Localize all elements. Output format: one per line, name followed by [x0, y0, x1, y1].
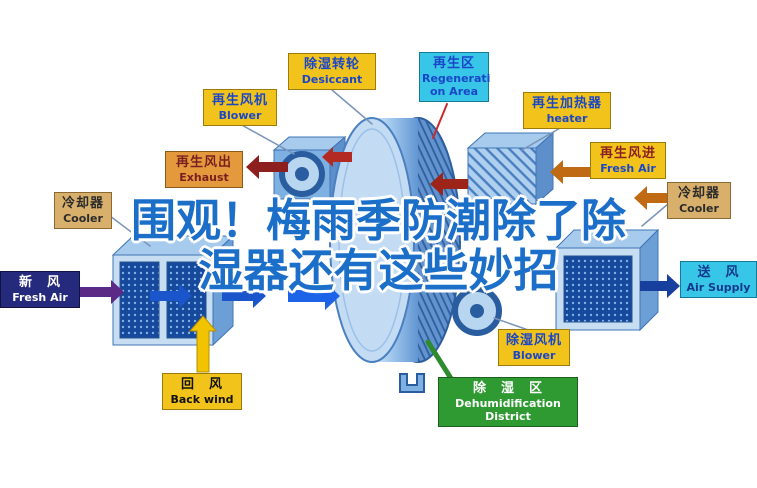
- process-air-arrow-2: [222, 284, 266, 308]
- label-dehumid-blower: 除湿风机 Blower: [498, 329, 570, 366]
- regeneration-heater: [466, 131, 555, 206]
- connector-lines: [109, 89, 669, 383]
- label-cooler-left: 冷却器 Cooler: [54, 192, 112, 229]
- label-exhaust-en: Exhaust: [179, 170, 229, 184]
- label-back-wind: 回 风 Back wind: [162, 373, 242, 410]
- label-regen-blower-en: Blower: [218, 108, 262, 122]
- label-air-supply: 送 风 Air Supply: [680, 261, 757, 298]
- regen-air-arrow-2: [430, 172, 468, 196]
- label-regeneration-area: 再生区 Regenerati on Area: [419, 52, 491, 102]
- regen-air-arrow-1: [322, 147, 352, 167]
- label-cooler-left-zh: 冷却器: [61, 196, 104, 211]
- label-regen-heater-zh: 再生加热器: [531, 96, 602, 111]
- dehumidification-blower-fan: [452, 286, 502, 336]
- label-dehumid-blower-zh: 除湿风机: [505, 333, 562, 348]
- label-back-wind-zh: 回 风: [180, 377, 223, 392]
- label-desiccant: 除湿转轮 Desiccant: [288, 53, 376, 90]
- label-dehumid-district: 除 湿 区 Dehumidification District: [438, 377, 578, 427]
- air-supply-arrow: [640, 274, 680, 298]
- label-cooler-right-zh: 冷却器: [677, 186, 720, 201]
- label-dehumid-district-en2: District: [485, 409, 531, 423]
- label-exhaust: 再生风出 Exhaust: [165, 151, 243, 188]
- page-title: 围观！梅雨季防潮除了除 湿器还有这些妙招: [0, 194, 757, 298]
- regen-air-arrow-3: [550, 160, 592, 184]
- rotor-support-bracket: [399, 373, 425, 393]
- label-regen-fresh-air-en: Fresh Air: [600, 161, 656, 175]
- process-air-arrow-1: [150, 284, 192, 308]
- fresh-air-arrow: [78, 280, 124, 304]
- flow-arrows: [78, 147, 680, 373]
- label-regeneration-area-zh: 再生区: [432, 56, 475, 71]
- label-fresh-air-en: Fresh Air: [12, 290, 68, 304]
- label-desiccant-zh: 除湿转轮: [303, 57, 360, 72]
- label-regeneration-area-en2: on Area: [429, 84, 479, 98]
- label-regen-blower: 再生风机 Blower: [203, 89, 277, 126]
- label-regen-heater-en: heater: [546, 111, 588, 125]
- process-air-arrow-3: [288, 282, 340, 310]
- page-title-line1: 围观！梅雨季防潮除了除: [130, 194, 626, 247]
- label-desiccant-en: Desiccant: [301, 72, 363, 86]
- label-dehumid-district-zh: 除 湿 区: [472, 381, 543, 396]
- label-cooler-right-en: Cooler: [679, 201, 719, 215]
- label-cooler-right: 冷却器 Cooler: [667, 182, 731, 219]
- label-exhaust-zh: 再生风出: [175, 155, 232, 170]
- label-regen-heater: 再生加热器 heater: [523, 92, 611, 129]
- label-fresh-air-zh: 新 风: [18, 275, 61, 290]
- page-title-line2: 湿器还有这些妙招: [198, 244, 559, 298]
- return-air-arrow: [188, 315, 218, 373]
- label-fresh-air: 新 风 Fresh Air: [0, 271, 80, 308]
- label-air-supply-en: Air Supply: [686, 280, 751, 294]
- label-dehumid-district-en1: Dehumidification: [455, 396, 561, 410]
- right-duct: [554, 228, 660, 332]
- regen-air-arrow-4: [634, 186, 670, 210]
- label-air-supply-zh: 送 风: [697, 265, 740, 280]
- label-regen-blower-zh: 再生风机: [211, 93, 268, 108]
- label-regen-fresh-air-zh: 再生风进: [599, 146, 656, 161]
- label-back-wind-en: Back wind: [170, 392, 234, 406]
- label-regeneration-area-en1: Regenerati: [422, 71, 491, 85]
- label-dehumid-blower-en: Blower: [512, 348, 556, 362]
- label-cooler-left-en: Cooler: [63, 211, 103, 225]
- left-duct: [111, 234, 235, 347]
- label-regen-fresh-air: 再生风进 Fresh Air: [590, 142, 666, 179]
- exhaust-arrow: [246, 155, 288, 179]
